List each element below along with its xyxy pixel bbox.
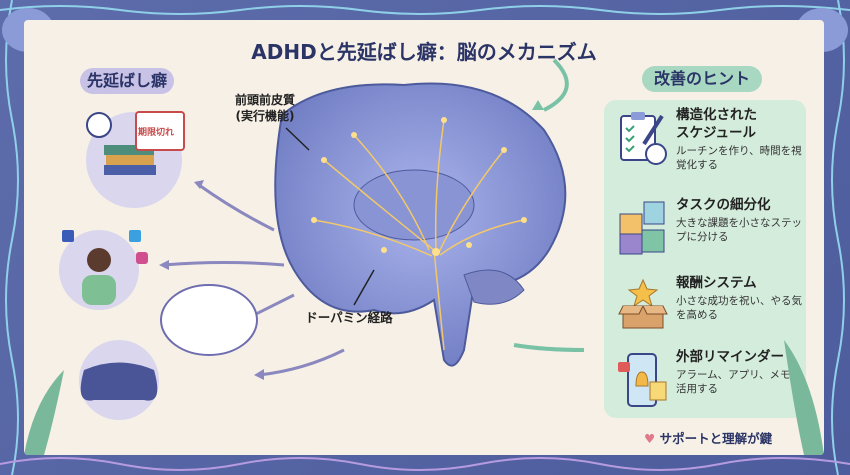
- tip-description: ルーチンを作り、時間を視覚化する: [676, 145, 802, 171]
- tip-break-down: タスクの細分化 大きな課題を小さなステップに分ける: [614, 196, 804, 266]
- tip-title: タスクの細分化: [676, 197, 771, 213]
- brain-illustration: [59, 58, 585, 420]
- facebook-icon: [62, 230, 74, 242]
- prefrontal-pointer: [285, 127, 310, 151]
- clock-icon: [86, 112, 112, 138]
- prefrontal-title: 前頭前皮質: [234, 93, 295, 107]
- footer-message: ♥ サポートと理解が鍵: [644, 428, 772, 447]
- tip-description: 大きな課題を小さなステップに分ける: [676, 217, 802, 243]
- tip-description: アラーム、アプリ、メモを活用する: [676, 369, 802, 395]
- tip-rewards: 報酬システム 小さな成功を祝い、やる気を高める: [614, 274, 804, 344]
- footer-text: サポートと理解が鍵: [659, 431, 773, 446]
- tip-title: 報酬システム: [676, 275, 757, 291]
- tip-reminders: 外部リマインダー アラーム、アプリ、メモを活用する: [614, 348, 804, 418]
- gamepad-icon: [80, 362, 158, 401]
- infographic-canvas: ADHDと先延ばし癖：脳のメカニズム 先延ばし癖 改善のヒント: [24, 20, 824, 455]
- prefrontal-subtitle: (実行機能): [235, 109, 295, 123]
- tips-label: 改善のヒント: [642, 66, 762, 92]
- clipboard-clock-icon: [620, 112, 667, 165]
- page-title: ADHDと先延ばし癖：脳のメカニズム: [251, 40, 597, 64]
- tip-schedule: 構造化された スケジュール ルーチンを作り、時間を視覚化する: [614, 106, 804, 176]
- puzzle-icon: [619, 201, 665, 255]
- procrastination-label: 先延ばし癖: [80, 68, 174, 94]
- tip-title: 外部リマインダー: [676, 349, 784, 365]
- heart-hands-icon: ♥: [644, 431, 656, 446]
- phone-bell-icon: [618, 353, 667, 407]
- twitter-icon: [129, 230, 141, 242]
- instagram-icon: [136, 252, 148, 264]
- dopamine-label: ドーパミン経路: [305, 310, 393, 325]
- tip-title: 構造化された スケジュール: [676, 107, 757, 141]
- dopamine-pointer: [353, 269, 375, 306]
- calendar-icon: [135, 111, 185, 151]
- thought-bubble-games: [160, 284, 258, 356]
- gift-box-star-icon: [618, 278, 668, 329]
- calendar-text: 期限切れ: [138, 128, 175, 138]
- tip-description: 小さな成功を祝い、やる気を高める: [676, 295, 802, 321]
- tips-panel: 構造化された スケジュール ルーチンを作り、時間を視覚化する タスクの細分化 大…: [604, 100, 806, 418]
- prefrontal-label: 前頭前皮質 (実行機能): [220, 92, 310, 124]
